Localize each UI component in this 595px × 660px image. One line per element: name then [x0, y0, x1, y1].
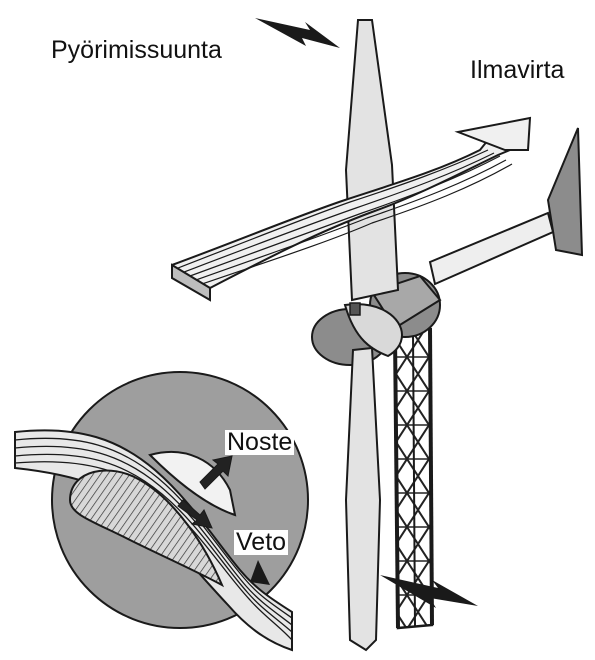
upper-blade [346, 20, 398, 300]
lower-blade [346, 348, 380, 650]
blade-section-inset [15, 372, 308, 650]
tail-vane [548, 128, 582, 255]
drag-label: Veto [234, 530, 288, 555]
tail-boom [430, 213, 553, 284]
rotation-direction-label: Pyörimissuunta [51, 38, 222, 63]
airflow-arrowhead [458, 118, 530, 150]
airflow-label: Ilmavirta [470, 58, 564, 83]
rotation-arrow-top [255, 18, 340, 48]
lift-label: Noste [225, 430, 294, 455]
